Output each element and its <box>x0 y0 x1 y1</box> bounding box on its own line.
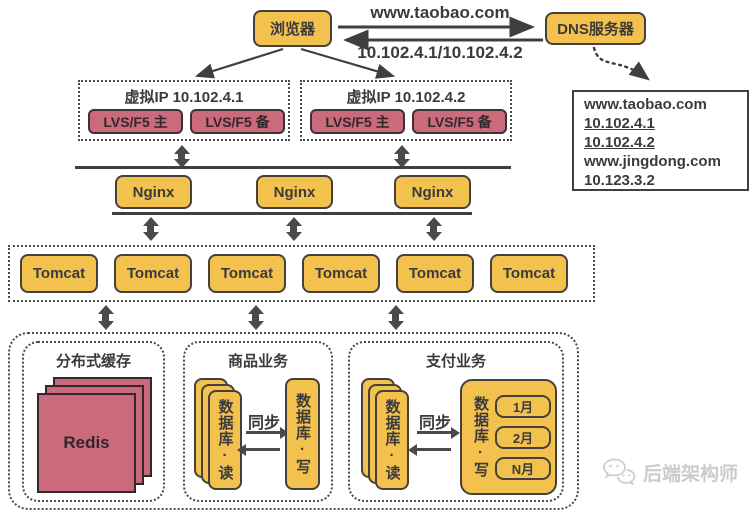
double-arrow <box>147 226 154 232</box>
lvs-backup-node: LVS/F5 备 <box>190 109 285 134</box>
double-arrow <box>178 154 185 159</box>
dns-record-row: 10.102.4.2 <box>584 134 655 151</box>
payment-sync-label: 同步 <box>418 415 451 432</box>
dns-server-node: DNS服务器 <box>545 12 646 45</box>
product-service-box: 商品业务 数据库·读 同步 数据库·写 <box>183 341 333 502</box>
sync-arrow-right <box>417 431 451 434</box>
cache-service-box: 分布式缓存 Redis <box>22 341 165 502</box>
vip-group-1: 虚拟IP 10.102.4.1 LVS/F5 主 LVS/F5 备 <box>78 80 290 141</box>
payment-write-db: 数据库·写 1月 2月 N月 <box>460 379 557 495</box>
tomcat-node-5: Tomcat <box>396 254 474 293</box>
dns-record-row: www.taobao.com <box>584 96 707 113</box>
product-read-db-stack: 数据库·读 <box>194 378 242 490</box>
dns-record-row: 10.123.3.2 <box>584 172 655 189</box>
double-arrow <box>392 314 399 321</box>
dns-record-table: www.taobao.com 10.102.4.1 10.102.4.2 www… <box>572 90 749 191</box>
product-read-db-label: 数据库·读 <box>216 399 234 481</box>
nginx-node-2: Nginx <box>256 175 333 209</box>
vip-group-2: 虚拟IP 10.102.4.2 LVS/F5 主 LVS/F5 备 <box>300 80 512 141</box>
watermark-text: 后端架构师 <box>643 463 739 485</box>
shard-jan: 1月 <box>495 395 551 418</box>
double-arrow <box>398 154 405 159</box>
product-sync-label: 同步 <box>247 415 280 432</box>
vip-group-2-title: 虚拟IP 10.102.4.2 <box>346 89 466 106</box>
payment-title: 支付业务 <box>425 353 486 370</box>
redis-node: Redis <box>37 393 136 493</box>
browser-node: 浏览器 <box>253 10 332 47</box>
sync-arrow-left <box>246 448 280 451</box>
dns-record-row: 10.102.4.1 <box>584 115 655 132</box>
dns-response-label: 10.102.4.1/10.102.4.2 <box>357 43 523 62</box>
browser-label: 浏览器 <box>269 21 315 38</box>
sync-arrow-right <box>246 431 280 434</box>
product-title: 商品业务 <box>227 353 288 370</box>
nginx-node-3: Nginx <box>394 175 471 209</box>
lvs-backup-node: LVS/F5 备 <box>412 109 507 134</box>
tomcat-node-2: Tomcat <box>114 254 192 293</box>
payment-write-db-label: 数据库·写 <box>472 396 489 478</box>
lvs-primary-node: LVS/F5 主 <box>88 109 183 134</box>
product-write-db: 数据库·写 <box>285 378 320 490</box>
wechat-icon <box>601 456 637 488</box>
payment-read-db: 数据库·读 <box>375 390 409 490</box>
payment-read-db-label: 数据库·读 <box>383 399 401 481</box>
tomcat-node-3: Tomcat <box>208 254 286 293</box>
payment-read-db-stack: 数据库·读 <box>361 378 409 490</box>
product-write-db-label: 数据库·写 <box>294 393 311 475</box>
vip-group-1-title: 虚拟IP 10.102.4.1 <box>124 89 244 106</box>
product-read-db: 数据库·读 <box>208 390 242 490</box>
double-arrow <box>252 314 259 321</box>
double-arrow <box>430 226 437 232</box>
watermark: 后端架构师 <box>601 456 738 488</box>
shard-feb: 2月 <box>495 426 551 449</box>
nginx-node-1: Nginx <box>115 175 192 209</box>
sync-arrow-left <box>417 448 451 451</box>
dns-server-label: DNS服务器 <box>557 21 634 38</box>
tomcat-node-4: Tomcat <box>302 254 380 293</box>
lvs-primary-node: LVS/F5 主 <box>310 109 405 134</box>
dns-record-row: www.jingdong.com <box>584 153 721 170</box>
dns-request-label: www.taobao.com <box>370 3 510 22</box>
bus-line-top <box>75 166 511 169</box>
tomcat-node-6: Tomcat <box>490 254 568 293</box>
double-arrow <box>102 314 109 321</box>
tomcat-node-1: Tomcat <box>20 254 98 293</box>
shard-n: N月 <box>495 457 551 480</box>
bus-line-bottom <box>112 212 472 215</box>
cache-title: 分布式缓存 <box>55 353 131 370</box>
redis-stack: Redis <box>37 377 154 495</box>
tomcat-cluster: Tomcat Tomcat Tomcat Tomcat Tomcat Tomca… <box>8 245 595 302</box>
double-arrow <box>290 226 297 232</box>
payment-service-box: 支付业务 数据库·读 同步 数据库·写 1月 2月 N月 <box>348 341 564 502</box>
